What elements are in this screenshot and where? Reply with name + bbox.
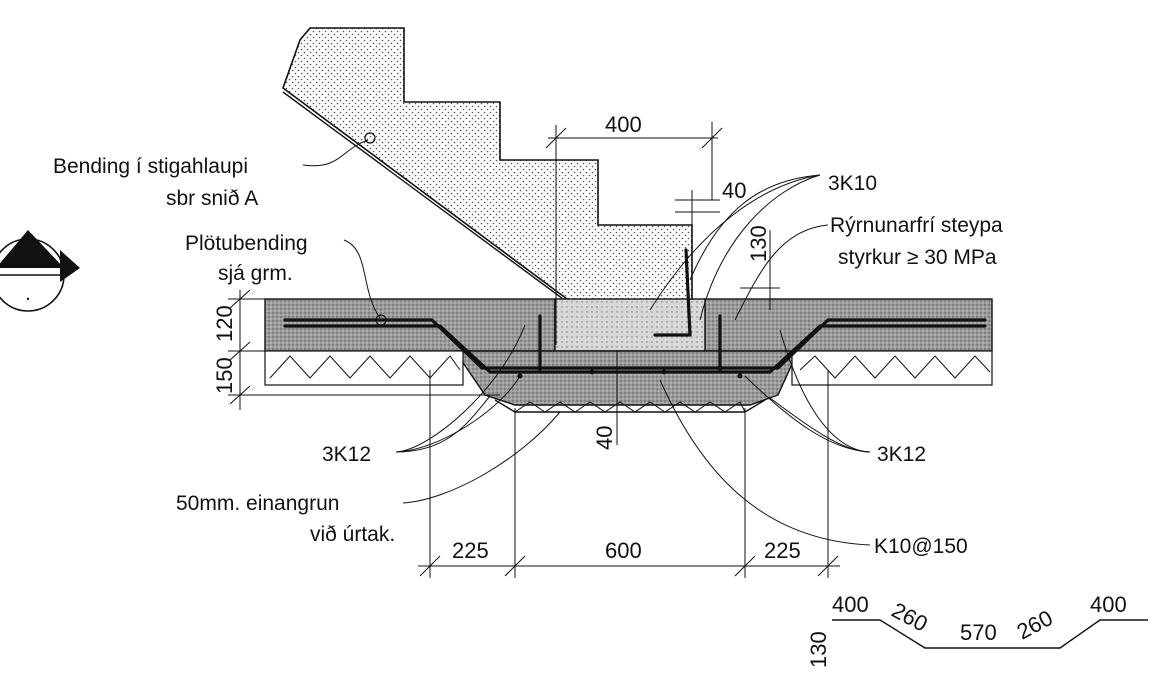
bar-seg-2: 260 [888, 597, 932, 636]
bar-schedule: 400 260 570 260 400 130 [806, 592, 1148, 668]
section-marker: E . [0, 230, 80, 312]
section-marker-letter: E [20, 248, 35, 273]
label-3k10: 3K10 [828, 172, 877, 195]
label-concrete-2: styrkur ≥ 30 MPa [838, 246, 997, 269]
section-marker-sub: . [25, 282, 31, 305]
dim-40-bottom: 40 [592, 426, 617, 450]
insulation-bottom [494, 399, 766, 413]
dim-120: 120 [212, 305, 237, 342]
label-bending-2: sbr snið A [166, 187, 258, 210]
label-3k12-right: 3K12 [877, 443, 926, 466]
dim-225-right: 225 [764, 538, 801, 563]
label-plotubending-1: Plötubending [185, 232, 308, 255]
leader-lines [302, 139, 871, 546]
bar-height: 130 [806, 631, 831, 668]
bar-seg-1: 400 [832, 592, 869, 617]
bar-seg-5: 400 [1090, 592, 1127, 617]
dim-400: 400 [605, 112, 642, 137]
insulation-left [264, 350, 464, 386]
label-k10: K10@150 [874, 535, 968, 558]
bar-seg-4: 260 [1013, 605, 1057, 644]
insulation-right [791, 350, 993, 386]
dim-40-top: 40 [722, 178, 746, 203]
label-insulation-2: við úrtak. [310, 523, 395, 546]
dim-150: 150 [212, 357, 237, 394]
label-insulation-1: 50mm. einangrun [176, 492, 339, 515]
label-bending-1: Bending í stigahlaupi [53, 155, 248, 178]
bottom-dimensions [418, 370, 840, 578]
dim-225-left: 225 [452, 538, 489, 563]
label-concrete-1: Rýrnunarfrí steypa [830, 214, 1003, 237]
label-3k12-left: 3K12 [322, 443, 371, 466]
bar-seg-3: 570 [960, 620, 997, 645]
slab-dimensions [228, 289, 618, 445]
reinforcement [283, 132, 987, 379]
dim-130: 130 [746, 225, 771, 262]
label-plotubending-2: sjá grm. [218, 262, 293, 285]
top-dimensions [545, 122, 780, 345]
dim-600: 600 [605, 538, 642, 563]
